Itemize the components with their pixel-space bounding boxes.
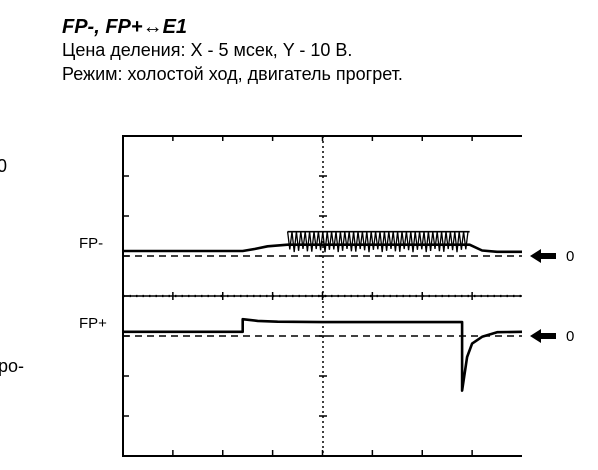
trace-fp-plus (123, 317, 523, 392)
trace-fp-minus-pulse-burst (286, 231, 469, 253)
page-edge-fragment-bottom: ро- (0, 356, 25, 376)
series-label: FP- (79, 235, 103, 252)
chart-title: FP-, FP+↔E1 (62, 16, 188, 38)
page-edge-fragment-top: 0 (0, 156, 8, 176)
trace-labels: FP-0FP+0 (79, 235, 574, 345)
trace-fp-minus (123, 243, 522, 254)
traces (123, 230, 523, 392)
oscilloscope-grid (122, 135, 522, 457)
zero-arrow-icon (530, 329, 556, 343)
mode-caption: Режим: холостой ход, двигатель прогрет. (62, 64, 403, 84)
scale-caption: Цена деления: X - 5 мсек, Y - 10 В. (62, 40, 353, 60)
series-label: FP+ (79, 315, 107, 332)
zero-label: 0 (566, 248, 574, 265)
zero-arrow-icon (530, 249, 556, 263)
zero-label: 0 (566, 328, 574, 345)
